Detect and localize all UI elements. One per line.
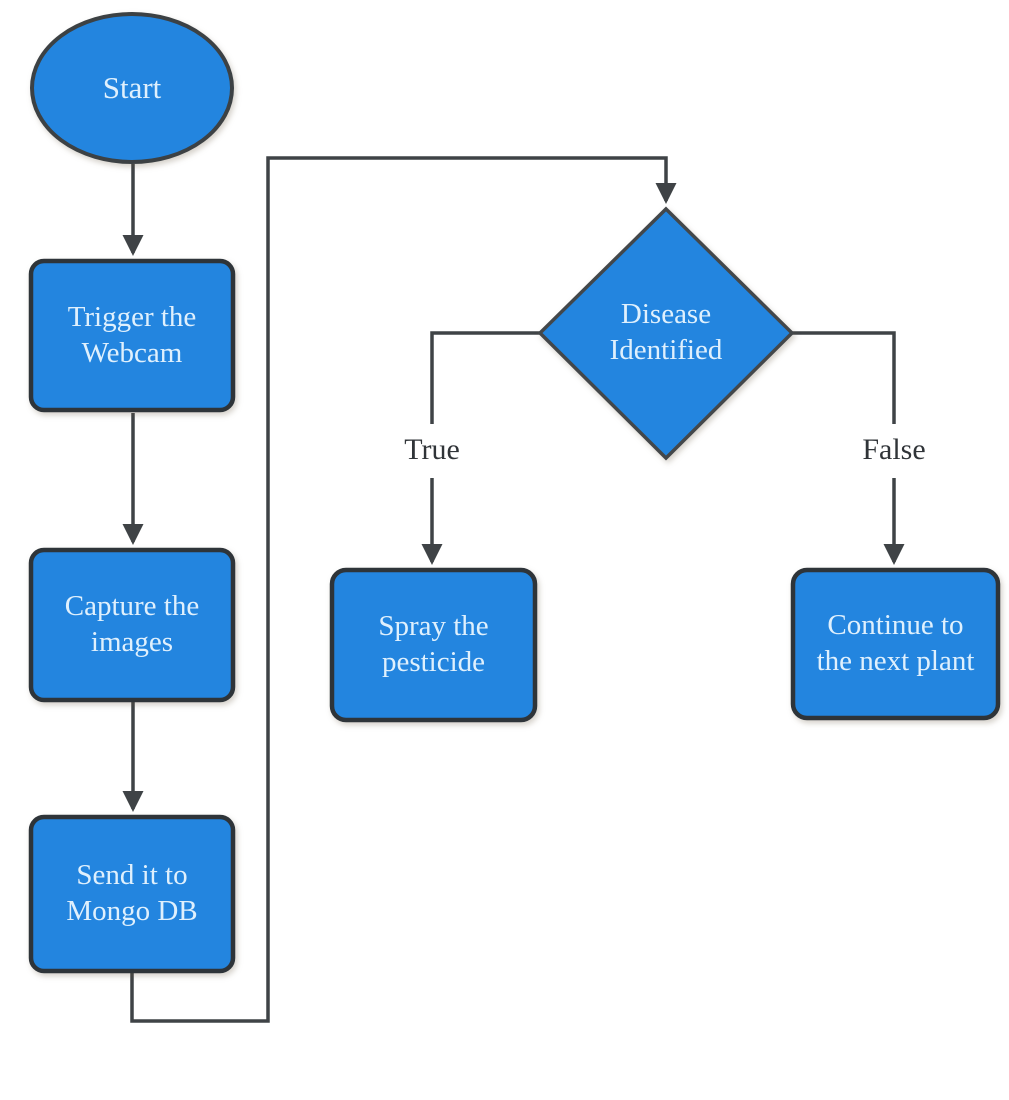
spray-pesticide-node-shape <box>329 567 538 723</box>
capture-images-node-shape <box>28 547 236 703</box>
edge-decision-true-upper <box>430 331 540 424</box>
trigger-webcam-node-shape <box>28 258 236 413</box>
disease-identified-decision-shape <box>537 206 795 461</box>
edge-mongodb-loop-to-decision <box>130 156 677 1023</box>
send-mongodb-node-shape <box>28 814 236 974</box>
edge-decision-false-upper <box>792 331 896 424</box>
true-branch-label: True <box>404 433 460 466</box>
continue-next-plant-node-shape <box>790 567 1001 721</box>
start-node-shape <box>30 12 234 164</box>
false-branch-label: False <box>862 433 926 466</box>
